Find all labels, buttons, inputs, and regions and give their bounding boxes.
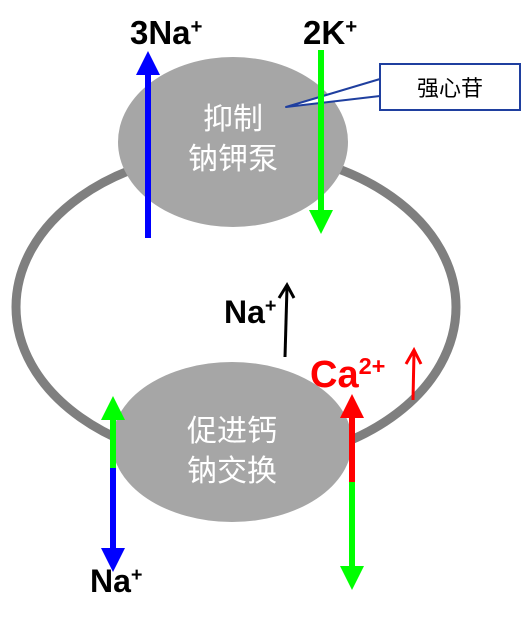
ion-label-ca: Ca2+ xyxy=(310,353,386,396)
ca-rise-arrowhead xyxy=(404,346,423,365)
na-k-pump-line1: 抑制 xyxy=(203,102,263,137)
na-ca-exchanger-body xyxy=(112,362,352,522)
na-k-pump-body xyxy=(118,57,348,227)
ion-label-top-na: 3Na+ xyxy=(130,14,203,51)
ion-label-top-k: 2K+ xyxy=(303,14,358,51)
na-k-pump-line2: 钠钾泵 xyxy=(188,142,278,177)
ca-rise-arrow xyxy=(411,351,416,401)
callout-text: 强心苷 xyxy=(416,77,483,102)
cardiac-glycoside-callout: 强心苷 xyxy=(379,63,521,111)
na-ca-exchanger-line2: 钠交换 xyxy=(187,454,277,489)
na-ca-exchanger-line1: 促进钙 xyxy=(187,414,277,449)
na-k-pump-label: 抑制 钠钾泵 xyxy=(173,100,293,180)
ion-label-bottom-na: Na+ xyxy=(90,563,143,599)
na-rise-arrowhead xyxy=(277,281,296,299)
ion-label-middle-na: Na+ xyxy=(224,294,277,330)
na-ca-exchanger-label: 促进钙 钠交换 xyxy=(162,412,302,492)
na-rise-arrow xyxy=(283,286,289,358)
